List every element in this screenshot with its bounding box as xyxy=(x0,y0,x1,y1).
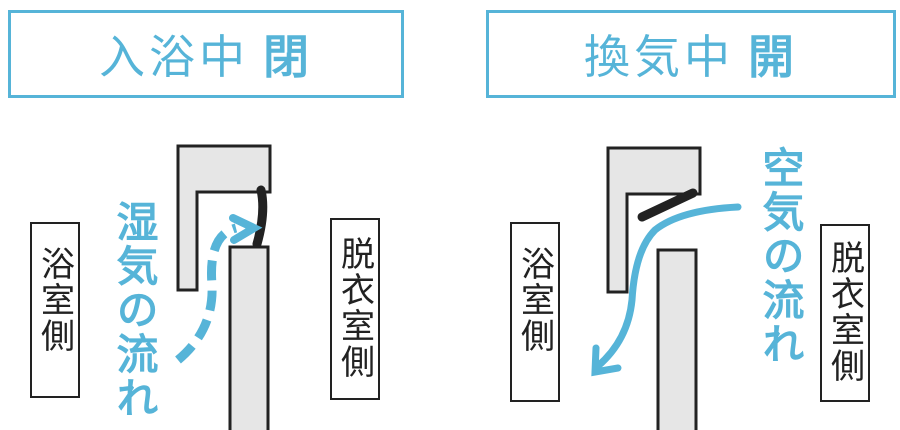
right-dressing-side-box: 脱衣室側 xyxy=(820,224,870,402)
right-air-flow-arrowhead xyxy=(591,344,622,377)
right-bath-side-box: 浴室側 xyxy=(510,222,560,402)
left-closed-flap xyxy=(252,185,268,249)
left-bath-side-box: 浴室側 xyxy=(30,222,80,398)
right-open-flap xyxy=(637,188,698,222)
right-flow-label: 空気の流れ xyxy=(756,146,805,366)
right-title: 換気中開 xyxy=(584,21,798,87)
right-title-main: 換気中 xyxy=(584,30,734,84)
right-air-flow-arrow xyxy=(594,203,742,370)
right-upper-frame xyxy=(606,146,702,294)
left-title: 入浴中閉 xyxy=(99,21,313,87)
right-title-state: 開 xyxy=(748,30,798,84)
left-dressing-side-box: 脱衣室側 xyxy=(330,218,380,400)
left-title-box: 入浴中閉 xyxy=(8,10,404,98)
left-upper-frame xyxy=(176,144,272,292)
left-moisture-flow-arrowhead xyxy=(229,214,263,244)
left-title-state: 閉 xyxy=(263,30,313,84)
left-bath-side-label: 浴室側 xyxy=(34,246,75,354)
left-flow-label: 湿気の流れ xyxy=(110,200,159,420)
right-title-box: 換気中開 xyxy=(486,10,896,98)
left-title-main: 入浴中 xyxy=(99,30,249,84)
right-dressing-side-label: 脱衣室側 xyxy=(824,240,865,384)
left-dressing-side-label: 脱衣室側 xyxy=(334,236,375,380)
left-moisture-flow-arrow xyxy=(175,223,238,364)
right-lower-wall xyxy=(656,248,698,430)
left-lower-wall xyxy=(228,245,270,430)
right-bath-side-label: 浴室側 xyxy=(514,246,555,354)
